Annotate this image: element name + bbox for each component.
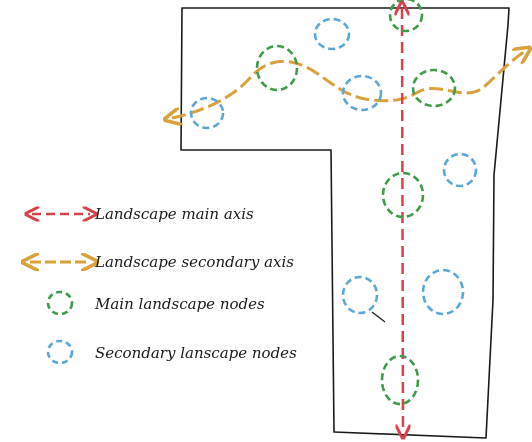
legend-secondary-nodes-label: Secondary lanscape nodes bbox=[95, 344, 297, 362]
site-boundary bbox=[180, 7, 510, 439]
pencil-mark bbox=[371, 311, 386, 323]
secondary-node-top bbox=[313, 17, 351, 51]
main-node-wave-right bbox=[411, 68, 457, 108]
legend-secondary-node-symbol bbox=[46, 339, 74, 365]
main-landscape-nodes bbox=[255, 0, 457, 406]
secondary-node-lower-right bbox=[421, 268, 465, 316]
legend: Landscape main axis Landscape secondary … bbox=[30, 205, 297, 365]
main-node-top bbox=[388, 0, 424, 33]
legend-main-axis-label: Landscape main axis bbox=[94, 205, 254, 223]
secondary-node-right bbox=[442, 152, 478, 188]
main-node-wave-left bbox=[255, 44, 299, 92]
secondary-node-mid bbox=[341, 74, 383, 112]
main-node-center bbox=[381, 171, 425, 219]
legend-secondary-axis-label: Landscape secondary axis bbox=[94, 253, 294, 271]
secondary-node-lower-left bbox=[341, 275, 379, 315]
main-node-bottom bbox=[380, 354, 420, 406]
legend-main-nodes-label: Main landscape nodes bbox=[94, 295, 265, 313]
secondary-node-left bbox=[189, 96, 225, 130]
secondary-landscape-nodes bbox=[189, 17, 478, 316]
main-axis-line bbox=[402, 8, 403, 432]
secondary-axis-line bbox=[172, 52, 524, 118]
legend-main-node-symbol bbox=[46, 290, 74, 316]
